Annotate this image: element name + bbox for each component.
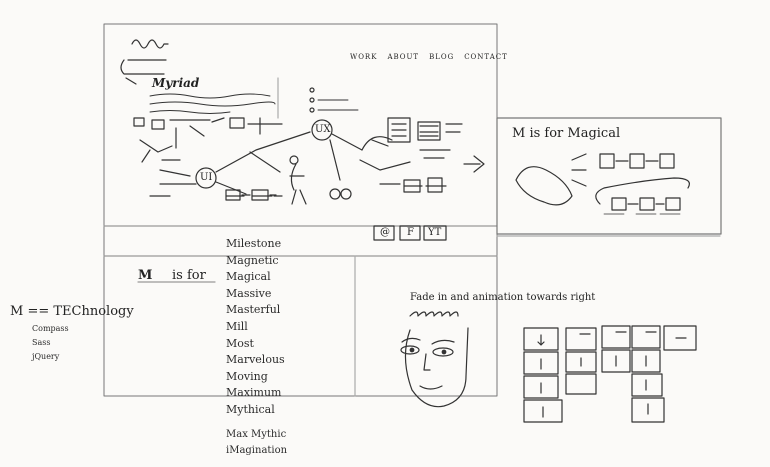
m-word: Milestone	[226, 237, 282, 250]
m-word: Most	[226, 336, 254, 350]
m-word-list: Milestone Magnetic Magical Massive Maste…	[226, 236, 287, 460]
m-word: Mill	[226, 319, 248, 333]
m-word: Maximum	[226, 386, 282, 400]
ui-tag: UI	[200, 172, 213, 183]
social-facebook-button[interactable]: F	[407, 227, 414, 238]
social-email-button[interactable]: @	[380, 227, 390, 238]
m-word: Magical	[226, 270, 271, 284]
m-logo: M	[138, 268, 153, 283]
m-word: Marvelous	[226, 353, 285, 367]
nav-contact[interactable]: CONTACT	[464, 53, 508, 61]
top-nav: WORK ABOUT BLOG CONTACT	[350, 53, 508, 61]
m-word: iMagination	[226, 445, 288, 457]
m-word: Mythical	[226, 402, 275, 416]
nav-blog[interactable]: BLOG	[429, 53, 455, 61]
m-word: Magnetic	[226, 253, 279, 267]
tech-item: Sass	[32, 338, 51, 347]
nav-work[interactable]: WORK	[350, 53, 378, 61]
social-youtube-button[interactable]: YT	[428, 227, 442, 238]
m-word: Max Mythic	[226, 428, 287, 440]
m-word: Masterful	[226, 303, 281, 317]
brand-logo[interactable]: Myriad	[152, 76, 200, 90]
animation-note: Fade in and animation towards right	[410, 292, 596, 303]
is-for-label: is for	[172, 268, 206, 283]
technology-title: M == TEChnology	[10, 304, 134, 319]
tech-item: Compass	[32, 324, 69, 333]
nav-about[interactable]: ABOUT	[387, 53, 420, 61]
ux-tag: UX	[315, 124, 331, 135]
m-word: Massive	[226, 286, 272, 300]
magical-panel-title: M is for Magical	[512, 126, 621, 141]
tech-item: jQuery	[32, 352, 60, 361]
technology-list: Compass Sass jQuery	[32, 322, 69, 364]
m-word: Moving	[226, 369, 268, 383]
